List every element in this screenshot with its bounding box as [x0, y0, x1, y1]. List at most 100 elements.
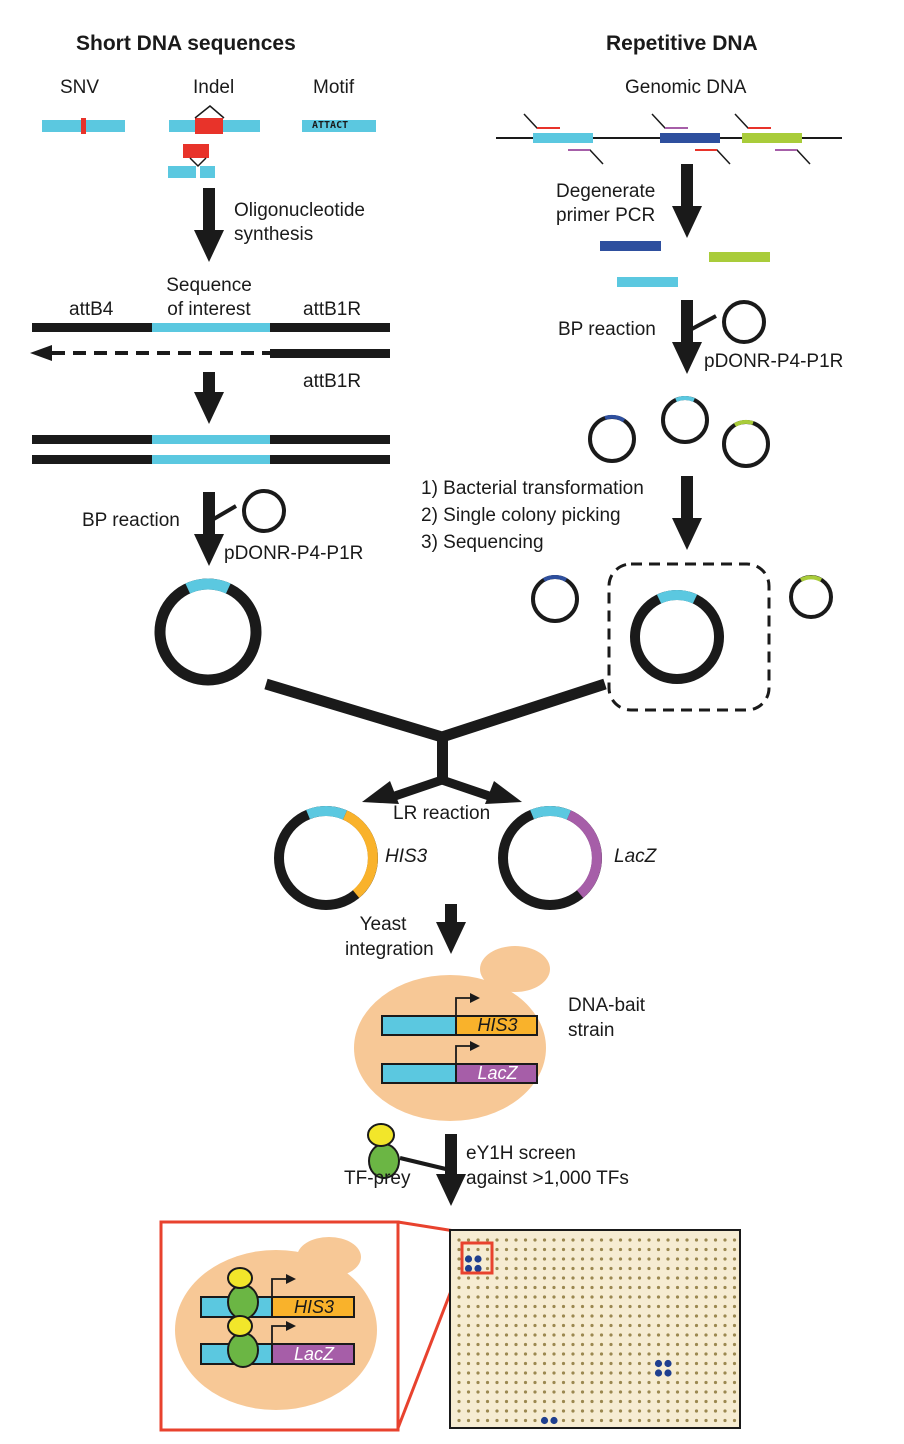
- colony-spot: [685, 1238, 689, 1242]
- colony-spot: [656, 1266, 661, 1271]
- colony-spot: [713, 1247, 718, 1252]
- colony-spot: [533, 1399, 537, 1404]
- screening-plate: [449, 1229, 741, 1429]
- colony-spot: [685, 1276, 689, 1280]
- lr-reaction-label: LR reaction: [393, 803, 491, 824]
- genomic-dna: [496, 113, 842, 165]
- colony-spot: [704, 1266, 708, 1271]
- colony-spot: [495, 1285, 499, 1290]
- colony-spot: [685, 1380, 689, 1385]
- colony-spot: [685, 1390, 689, 1394]
- colony-spot: [618, 1342, 623, 1347]
- right-column-title: Repetitive DNA: [606, 32, 758, 55]
- colony-spot: [590, 1418, 594, 1423]
- colony-spot: [466, 1238, 471, 1242]
- colony-spot: [694, 1238, 699, 1242]
- colony-spot: [476, 1390, 480, 1394]
- colony-spot: [723, 1276, 727, 1280]
- colony-spot: [580, 1399, 585, 1404]
- colony-spot: [580, 1342, 585, 1347]
- colony-spot: [609, 1285, 613, 1290]
- colony-spot: [552, 1247, 556, 1252]
- colony-spot: [542, 1361, 547, 1366]
- colony-spot: [495, 1361, 499, 1366]
- colony-spot: [704, 1399, 708, 1404]
- colony-spot: [495, 1304, 499, 1309]
- colony-spot: [495, 1342, 499, 1347]
- colony-spot: [713, 1276, 718, 1280]
- colony-spot: [666, 1409, 670, 1413]
- colony-spot: [495, 1238, 499, 1242]
- colony-spot: [571, 1276, 575, 1280]
- colony-spot: [647, 1352, 651, 1356]
- colony-spot: [466, 1409, 471, 1413]
- colony-spot: [647, 1266, 651, 1271]
- colony-spot: [495, 1399, 499, 1404]
- colony-spot: [647, 1380, 651, 1385]
- colony-spot: [552, 1380, 556, 1385]
- colony-spot: [561, 1333, 566, 1337]
- colony-spot: [637, 1295, 642, 1299]
- colony-spot: [637, 1276, 642, 1280]
- colony-spot: [523, 1304, 528, 1309]
- colony-spot: [476, 1409, 480, 1413]
- colony-spot: [580, 1409, 585, 1413]
- colony-spot: [504, 1266, 509, 1271]
- colony-spot: [457, 1238, 461, 1242]
- colony-spot: [533, 1361, 537, 1366]
- colony-spot: [552, 1285, 556, 1290]
- colony-spot: [637, 1352, 642, 1356]
- colony-spot: [666, 1314, 670, 1318]
- colony-spot: [495, 1276, 499, 1280]
- colony-spot: [713, 1238, 718, 1242]
- colony-spot: [732, 1342, 737, 1347]
- colony-spot: [713, 1295, 718, 1299]
- colony-spot: [504, 1361, 509, 1366]
- colony-spot: [713, 1418, 718, 1423]
- colony-spot: [704, 1276, 708, 1280]
- colony-spot: [637, 1399, 642, 1404]
- colony-spot: [514, 1342, 518, 1347]
- colony-spot: [694, 1399, 699, 1404]
- colony-spot: [732, 1399, 737, 1404]
- colony-spot: [533, 1304, 537, 1309]
- colony-spot: [552, 1399, 556, 1404]
- colony-spot: [618, 1399, 623, 1404]
- colony-spot: [704, 1323, 708, 1328]
- colony-spot: [571, 1361, 575, 1366]
- colony-spot: [637, 1323, 642, 1328]
- colony-spot: [723, 1409, 727, 1413]
- colony-spot: [542, 1247, 547, 1252]
- colony-spot: [647, 1304, 651, 1309]
- colony-spot: [476, 1399, 480, 1404]
- colony-spot: [732, 1361, 737, 1366]
- motif-sequence: [302, 120, 376, 132]
- colony-spot: [732, 1314, 737, 1318]
- colony-spot: [647, 1333, 651, 1337]
- colony-spot: [609, 1238, 613, 1242]
- indel-sequence: [168, 105, 260, 178]
- colony-spot: [580, 1352, 585, 1356]
- colony-spot: [533, 1314, 537, 1318]
- colony-spot: [704, 1304, 708, 1309]
- colony-spot: [504, 1238, 509, 1242]
- colony-spot: [523, 1409, 528, 1413]
- colony-spot: [571, 1399, 575, 1404]
- colony-spot: [628, 1342, 632, 1347]
- colony-spot: [542, 1304, 547, 1309]
- colony-spot: [599, 1371, 604, 1375]
- colony-spot: [618, 1238, 623, 1242]
- oligo-synthesis-line1: Oligonucleotide: [234, 200, 365, 221]
- colony-spot: [590, 1295, 594, 1299]
- colony-spot: [647, 1418, 651, 1423]
- colony-spot: [561, 1323, 566, 1328]
- bp-reaction-right-label: BP reaction: [558, 319, 656, 340]
- colony-spot: [571, 1238, 575, 1242]
- colony-spot: [542, 1342, 547, 1347]
- step-single-colony-picking: 2) Single colony picking: [421, 505, 621, 526]
- colony-spot: [476, 1418, 480, 1423]
- colony-spot: [523, 1238, 528, 1242]
- colony-spot: [609, 1314, 613, 1318]
- colony-spot: [466, 1304, 471, 1309]
- colony-spot: [523, 1380, 528, 1385]
